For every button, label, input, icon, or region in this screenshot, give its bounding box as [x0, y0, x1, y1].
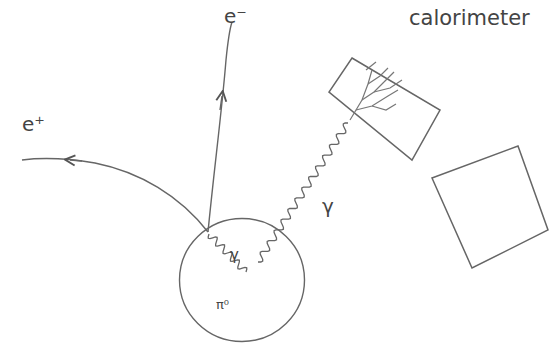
electron-track [208, 22, 232, 232]
photon-label: γ [230, 246, 239, 264]
photon-label: γ [322, 194, 334, 218]
node-text: π⁰ [216, 297, 229, 312]
pion-circle: π⁰ [178, 217, 306, 343]
positron-arrow [70, 160, 82, 161]
positron-track [22, 158, 208, 232]
photon-line [258, 123, 348, 262]
calorimeter-block [329, 58, 440, 160]
photon-lines [208, 123, 348, 272]
electron-label: e⁻ [224, 4, 247, 28]
electron-arrow [220, 96, 222, 110]
positron-label: e⁺ [22, 112, 45, 136]
calorimeter-node: calorimeter [405, 4, 545, 36]
detector-block [432, 146, 548, 268]
photon-line [208, 234, 247, 272]
node-text: calorimeter [409, 6, 530, 30]
shower [350, 62, 402, 120]
circle-outline [178, 217, 306, 343]
